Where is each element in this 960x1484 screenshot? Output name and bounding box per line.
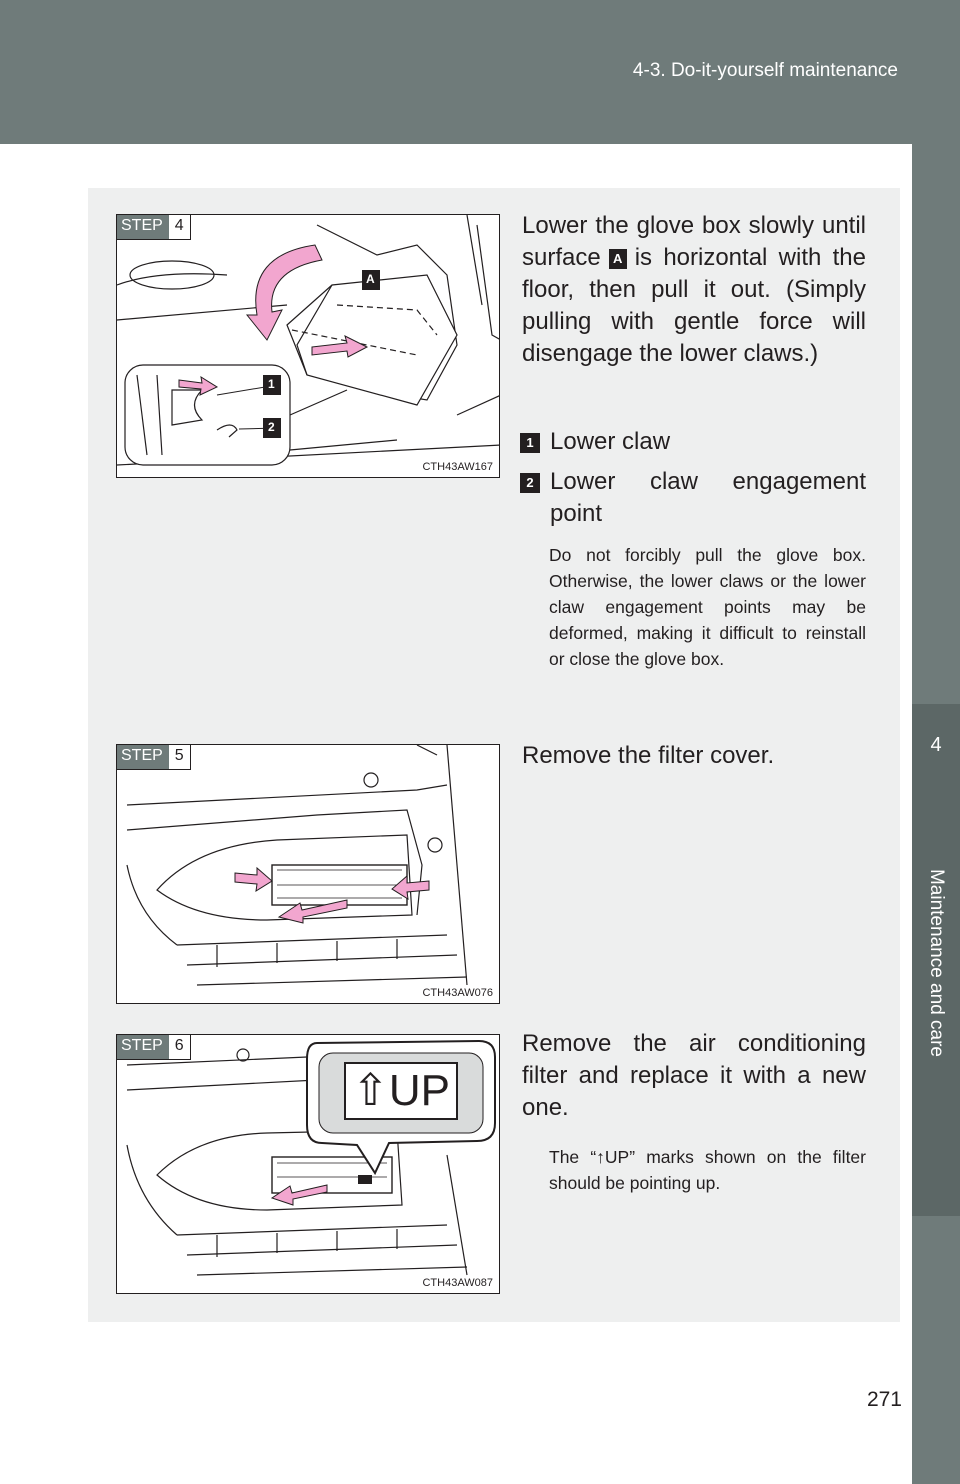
figure-label-2: 2 [268, 420, 275, 434]
chapter-tab-highlight [912, 704, 960, 1216]
filter-cover-illustration [126, 745, 468, 986]
figure-code: CTH43AW076 [420, 987, 495, 999]
chapter-number: 4 [930, 734, 942, 756]
chapter-side-tab: 4 Maintenance and care [912, 144, 960, 1484]
figure-code: CTH43AW167 [420, 461, 495, 473]
surface-a-marker: A [608, 249, 627, 269]
step-4-instruction: Lower the glove box slowly until surface… [522, 212, 866, 367]
glove-box-illustration [117, 215, 499, 466]
item-marker: 1 [520, 433, 540, 453]
step-5-instruction: Remove the filter cover. [522, 742, 775, 769]
step-4-note: Do not forcibly pull the glove box. Othe… [549, 545, 866, 669]
figure-label-1: 1 [268, 377, 275, 391]
step-6-note: The “↑UP” marks shown on the filter shou… [549, 1147, 866, 1193]
page-number: 271 [866, 1388, 902, 1411]
item-marker: 2 [520, 473, 540, 493]
figure-code: CTH43AW087 [420, 1277, 495, 1289]
chapter-title: Maintenance and care [926, 868, 947, 1057]
figure-label-a: A [366, 272, 375, 286]
up-mark-callout: ⇧UP [352, 1066, 450, 1115]
section-title: 4-3. Do-it-yourself maintenance [632, 60, 898, 81]
page-header: 4-3. Do-it-yourself maintenance [0, 0, 960, 144]
step-6-instruction: Remove the air conditioning filter and r… [522, 1030, 866, 1121]
filter-replacement-illustration [126, 1039, 496, 1276]
